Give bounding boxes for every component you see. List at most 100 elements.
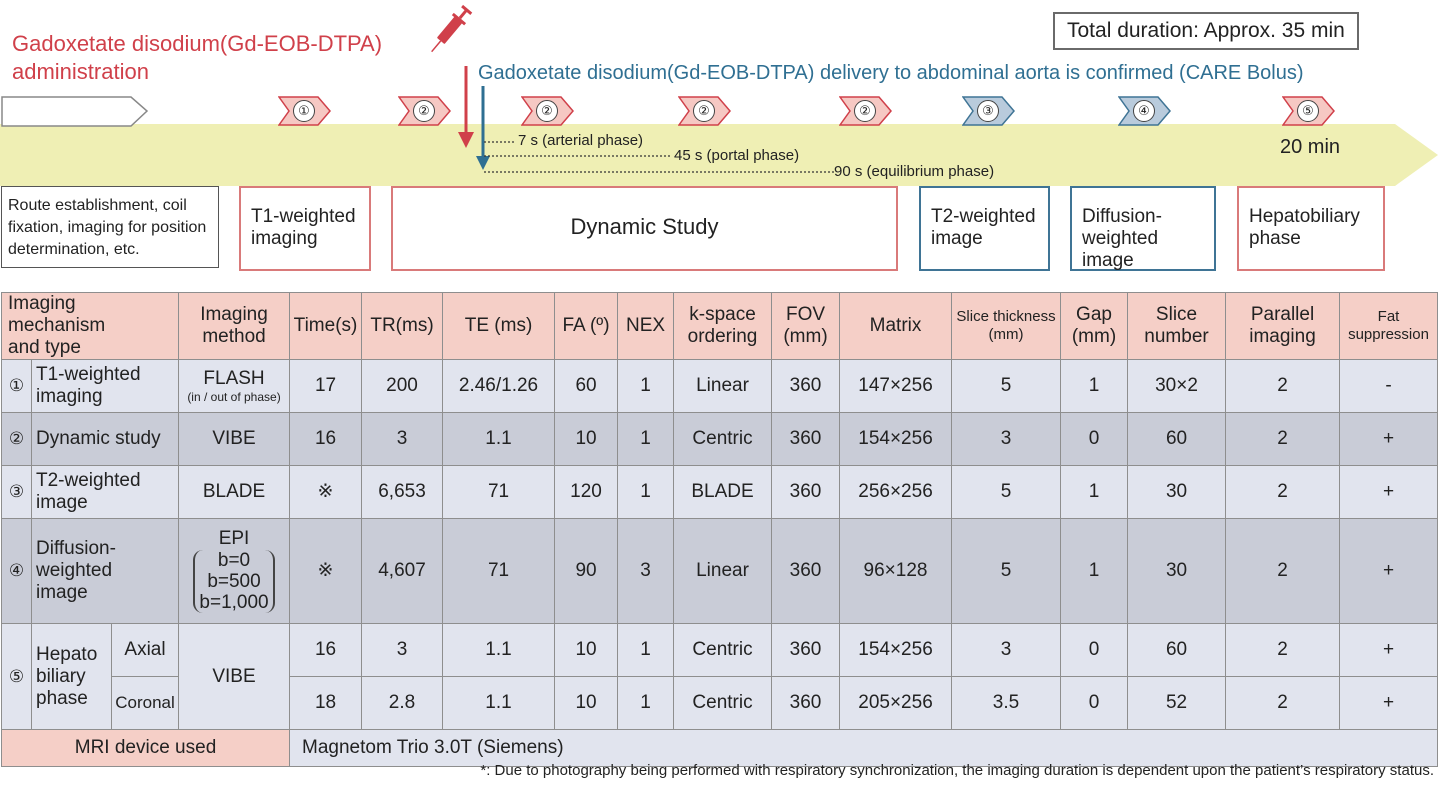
row-name-line: image [36, 582, 88, 603]
header-text: Imaging mechanism [8, 293, 106, 336]
tr-cell: 200 [361, 359, 444, 413]
step-chevron-3: ② [521, 96, 575, 126]
slices-cell: 52 [1127, 676, 1227, 730]
row-name: Dynamic study [30, 412, 180, 466]
thickness-cell: 5 [951, 359, 1062, 413]
row-name: Hepato biliary phase [31, 623, 112, 730]
row-number: ⑤ [1, 623, 32, 730]
prep-step-chevron [1, 96, 149, 127]
header-text: ordering [687, 326, 758, 347]
method-cell: BLADE [178, 465, 291, 519]
dwi-stage-line1: Diffusion- [1082, 206, 1162, 227]
header-mechanism: Imaging mechanism and type [0, 292, 180, 360]
matrix-cell: 147×256 [839, 359, 953, 413]
sub-type-cell: Axial [110, 623, 180, 677]
matrix-cell: 205×256 [839, 676, 953, 730]
header-method: Imaging method [178, 292, 291, 360]
header-te: TE (ms) [442, 292, 556, 360]
b-value: b=500 [207, 571, 261, 592]
header-text: (mm) [988, 326, 1024, 343]
gap-cell: 0 [1060, 623, 1129, 677]
hbp-stage-line2: phase [1249, 228, 1301, 249]
header-text: (mm) [783, 326, 828, 347]
matrix-cell: 96×128 [839, 518, 953, 624]
arterial-phase-label: 7 s (arterial phase) [518, 132, 644, 149]
te-cell: 1.1 [442, 676, 556, 730]
header-fa: FA (º) [554, 292, 619, 360]
administration-line2: administration [12, 59, 149, 84]
fa-cell: 10 [554, 412, 619, 466]
header-text: k-space [689, 304, 756, 325]
time-cell: ※ [289, 518, 363, 624]
time-cell: 16 [289, 412, 363, 466]
header-text: Gap [1076, 304, 1112, 325]
header-text: suppression [1348, 326, 1429, 343]
fat-cell: + [1339, 465, 1438, 519]
t1-stage-line2: imaging [251, 228, 318, 249]
kspace-cell: Linear [673, 359, 773, 413]
header-slice-thickness: Slice thickness (mm) [951, 292, 1062, 360]
fat-cell: + [1339, 518, 1438, 624]
te-cell: 2.46/1.26 [442, 359, 556, 413]
parallel-cell: 2 [1225, 518, 1341, 624]
tr-cell: 6,653 [361, 465, 444, 519]
row-name-line: phase [36, 687, 88, 709]
header-text: (mm) [1071, 326, 1117, 347]
header-time: Time(s) [289, 292, 363, 360]
fat-cell: + [1339, 676, 1438, 730]
fov-cell: 360 [771, 412, 841, 466]
tr-cell: 3 [361, 412, 444, 466]
step-chevron-1: ① [278, 96, 332, 126]
header-kspace: k-space ordering [673, 292, 773, 360]
time-cell: 17 [289, 359, 363, 413]
t1-stage-box: T1-weighted imaging [239, 186, 371, 271]
b-value: b=1,000 [199, 592, 269, 613]
method-cell: VIBE [178, 623, 291, 730]
method-text: EPI [218, 528, 250, 549]
fa-cell: 90 [554, 518, 619, 624]
header-text: Slice thickness [956, 308, 1056, 325]
kspace-cell: Centric [673, 676, 773, 730]
te-cell: 1.1 [442, 623, 556, 677]
kspace-cell: Centric [673, 623, 773, 677]
fov-cell: 360 [771, 518, 841, 624]
hbp-stage-box: Hepatobiliary phase [1237, 186, 1385, 271]
header-text: Fat [1377, 308, 1400, 325]
header-fat-suppression: Fat suppression [1339, 292, 1438, 360]
header-text: imaging [1249, 326, 1316, 347]
header-gap: Gap (mm) [1060, 292, 1129, 360]
nex-cell: 1 [617, 676, 675, 730]
method-cell: EPI b=0 b=500 b=1,000 [178, 518, 291, 624]
step-chevron-6: ③ [962, 96, 1016, 126]
nex-cell: 1 [617, 412, 675, 466]
header-matrix: Matrix [839, 292, 953, 360]
header-parallel: Parallel imaging [1225, 292, 1341, 360]
gap-cell: 1 [1060, 359, 1129, 413]
header-text: Slice [1155, 304, 1198, 325]
step-chevron-2: ② [398, 96, 452, 126]
parallel-cell: 2 [1225, 412, 1341, 466]
row-number: ② [1, 412, 32, 466]
t2-stage-line1: T2-weighted [931, 206, 1036, 227]
step-number: ① [293, 100, 315, 122]
table-row: ④ Diffusion- weighted image EPI b=0 b=50… [1, 518, 1438, 624]
portal-phase-label: 45 s (portal phase) [674, 147, 800, 164]
nex-cell: 1 [617, 359, 675, 413]
kspace-cell: Linear [673, 518, 773, 624]
b-values: b=0 b=500 b=1,000 [193, 550, 275, 613]
kspace-cell: BLADE [673, 465, 773, 519]
timeline-band [0, 124, 1438, 186]
total-duration-box: Total duration: Approx. 35 min [1053, 12, 1359, 50]
b-value: b=0 [217, 550, 251, 571]
table-row: ② Dynamic study VIBE 16 3 1.1 10 1 Centr… [1, 412, 1438, 466]
imaging-parameters-table: Imaging mechanism and type Imaging metho… [0, 292, 1438, 767]
header-nex: NEX [617, 292, 675, 360]
matrix-cell: 256×256 [839, 465, 953, 519]
method-cell: FLASH (in / out of phase) [178, 359, 291, 413]
fa-cell: 10 [554, 676, 619, 730]
te-cell: 71 [442, 465, 556, 519]
fa-cell: 120 [554, 465, 619, 519]
administration-line1: Gadoxetate disodium(Gd-EOB-DTPA) [12, 31, 383, 56]
prep-stage-text: Route establishment, coil fixation, imag… [8, 197, 207, 258]
table-row: ⑤ Hepato biliary phase Axial VIBE 16 3 1… [1, 623, 1438, 730]
